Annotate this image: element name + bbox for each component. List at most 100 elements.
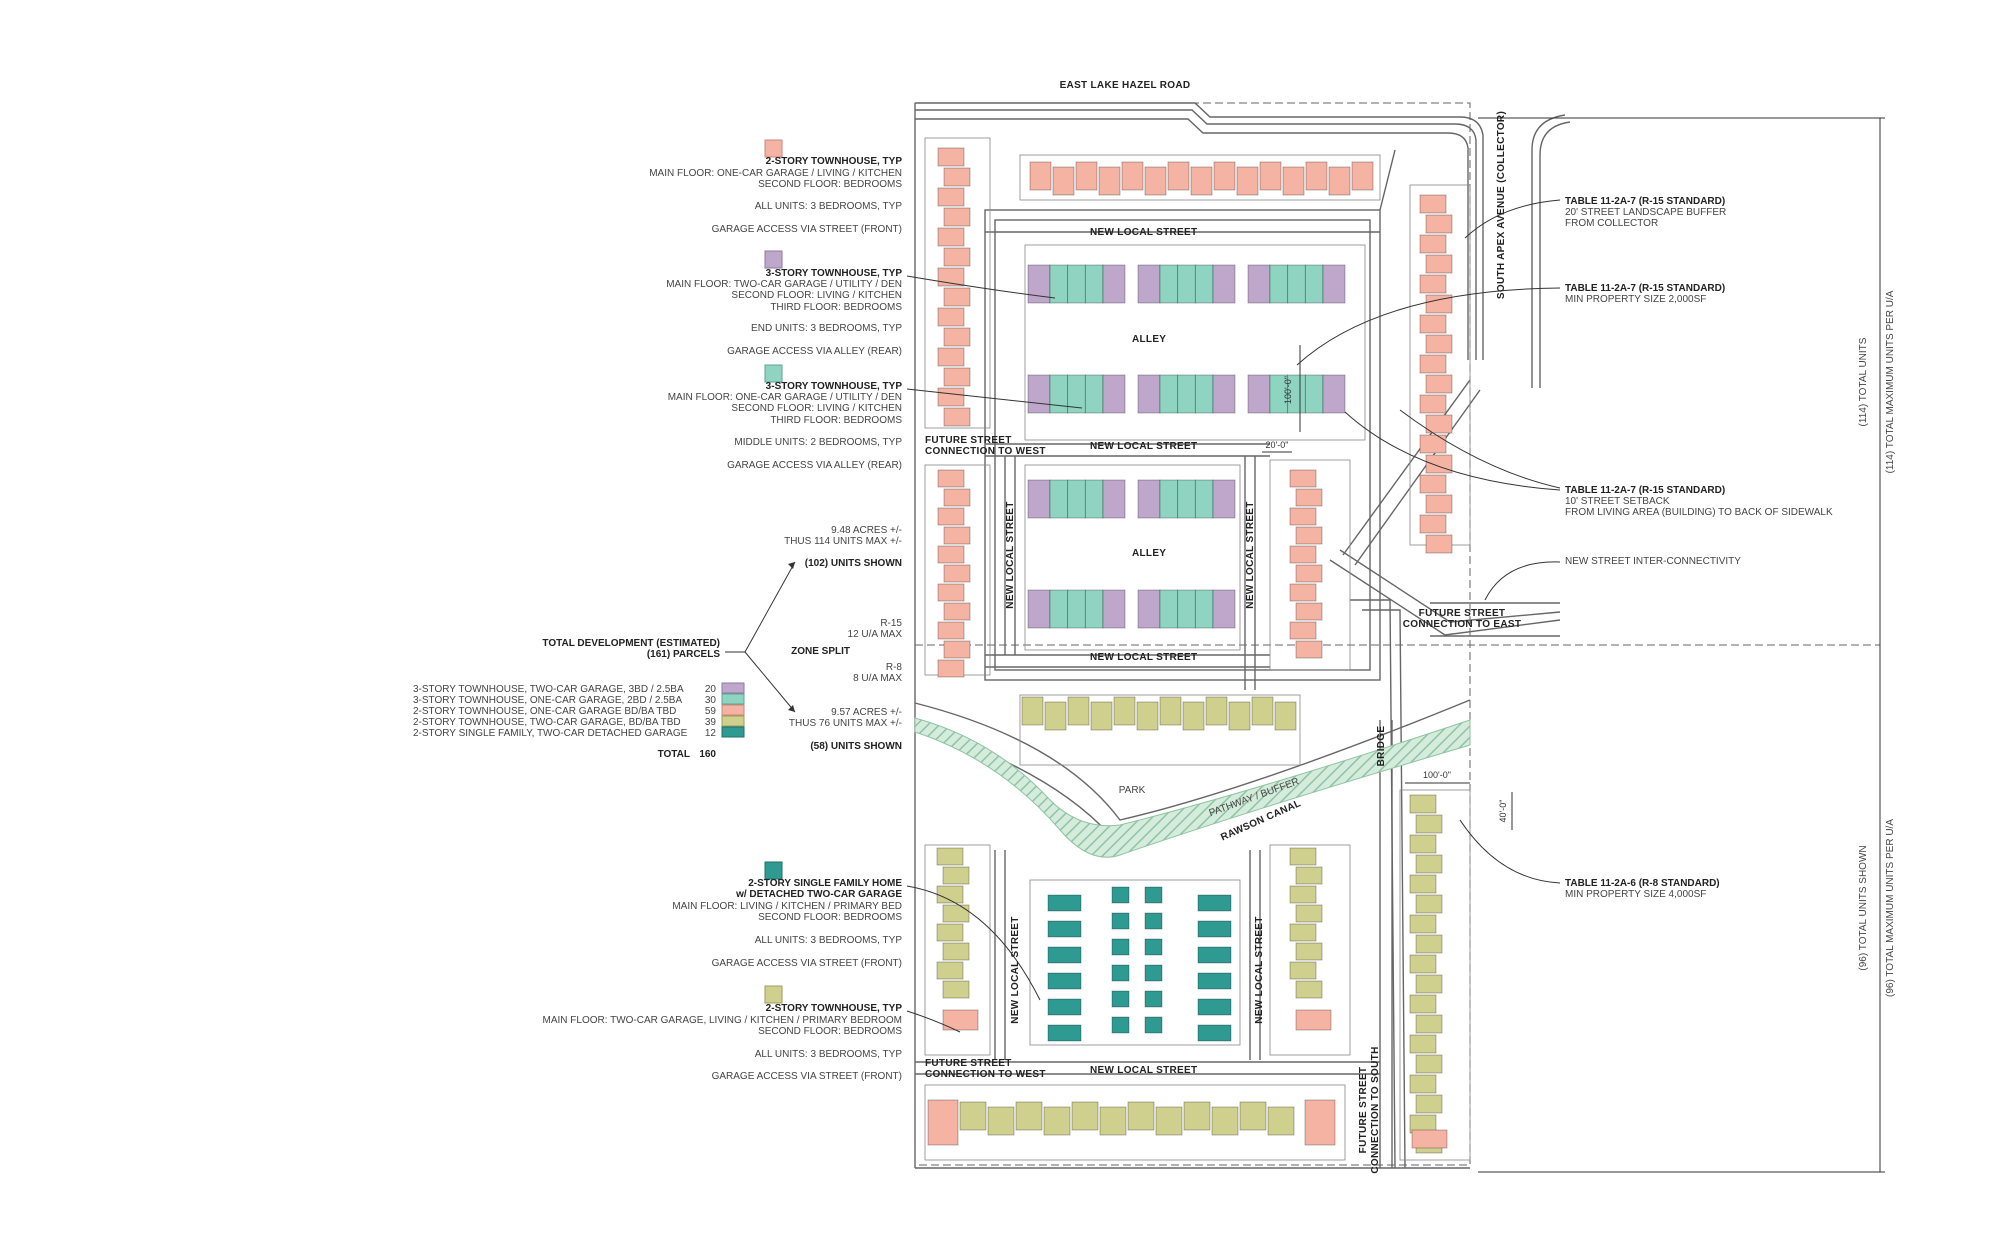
- label-alley-2: ALLEY: [1132, 548, 1166, 559]
- label-new-local-street-1: NEW LOCAL STREET: [1090, 227, 1197, 238]
- detached-garage: [1144, 1016, 1163, 1034]
- townhouse-3story-one-car: [1067, 589, 1086, 629]
- t5-line4: GARAGE ACCESS VIA STREET (FRONT): [712, 1071, 902, 1082]
- townhouse-2story-two-car: [1113, 696, 1136, 726]
- t4-line4: GARAGE ACCESS VIA STREET (FRONT): [712, 958, 902, 969]
- townhouse-2story-two-car: [1159, 696, 1182, 726]
- townhouse-2story-one-car: [1098, 166, 1121, 196]
- townhouse-3story-one-car: [1159, 264, 1179, 304]
- label-future-west-2a: FUTURE STREET: [925, 1058, 1012, 1069]
- townhouse-3story-two-car: [1137, 374, 1161, 414]
- detached-garage: [1111, 964, 1130, 982]
- south-max: THUS 76 UNITS MAX +/-: [789, 718, 902, 729]
- townhouse-3story-two-car: [1027, 479, 1051, 519]
- townhouse-2story-one-car: [943, 407, 971, 427]
- t1-line3: ALL UNITS: 3 BEDROOMS, TYP: [755, 201, 903, 212]
- townhouse-2story-one-car: [1425, 254, 1453, 274]
- townhouse-2story-two-car: [1021, 696, 1044, 726]
- townhouse-2story-one-car: [1295, 488, 1323, 507]
- unit-count-table: 3-STORY TOWNHOUSE, TWO-CAR GARAGE, 3BD /…: [413, 682, 745, 760]
- total-dev-2: (161) PARCELS: [647, 649, 720, 660]
- townhouse-2story-one-car: [937, 387, 965, 407]
- townhouse-3story-two-car: [1102, 479, 1126, 519]
- detached-garage: [1111, 886, 1130, 904]
- townhouse-2story-two-car: [1409, 794, 1437, 814]
- townhouse-2story-one-car: [943, 247, 971, 267]
- townhouse-2story-one-car: [1411, 1129, 1448, 1149]
- lot-lines: [924, 137, 1471, 1161]
- count-row-2-value: 30: [705, 695, 717, 706]
- townhouse-3story-one-car: [1269, 264, 1289, 304]
- count-row-5-swatch: [721, 726, 745, 738]
- townhouse-3story-two-car: [1102, 264, 1126, 304]
- single-family-home: [1047, 894, 1082, 912]
- count-row-5-value: 12: [705, 728, 717, 739]
- townhouse-2story-one-car: [1289, 545, 1317, 564]
- label-new-local-street-v3: NEW LOCAL STREET: [1010, 916, 1021, 1023]
- label-new-local-street-2: NEW LOCAL STREET: [1090, 441, 1197, 452]
- townhouse-3story-one-car: [1049, 479, 1069, 519]
- single-family-home: [1047, 946, 1082, 964]
- townhouse-2story-one-car: [937, 469, 965, 488]
- townhouse-2story-two-car: [1155, 1106, 1183, 1136]
- townhouse-2story-one-car: [943, 287, 971, 307]
- townhouse-3story-one-car: [1194, 589, 1214, 629]
- townhouse-2story-two-car: [1289, 885, 1317, 904]
- townhouse-2story-one-car: [943, 526, 971, 545]
- townhouse-2story-one-car: [943, 327, 971, 347]
- townhouse-2story-two-car: [1289, 923, 1317, 942]
- townhouse-2story-one-car: [937, 659, 965, 678]
- count-total-label: TOTAL: [658, 749, 690, 760]
- townhouse-2story-one-car: [1425, 494, 1453, 514]
- single-family-home: [1197, 920, 1232, 938]
- right-dimension-text: (114) TOTAL UNITS (114) TOTAL MAXIMUM UN…: [1858, 290, 1896, 997]
- townhouse-2story-one-car: [937, 621, 965, 640]
- townhouse-2story-two-car: [936, 847, 964, 866]
- townhouse-3story-two-car: [1027, 589, 1051, 629]
- townhouse-2story-one-car: [1295, 640, 1323, 659]
- t5-line3: ALL UNITS: 3 BEDROOMS, TYP: [755, 1049, 903, 1060]
- single-family-home: [1197, 972, 1232, 990]
- townhouse-2story-two-car: [1251, 696, 1274, 726]
- type-legend: 2-STORY TOWNHOUSE, TYP MAIN FLOOR: ONE-C…: [543, 139, 1083, 1082]
- total-dev-1: TOTAL DEVELOPMENT (ESTIMATED): [542, 638, 720, 649]
- townhouse-3story-one-car: [1177, 374, 1196, 414]
- townhouse-2story-two-car: [1415, 854, 1443, 874]
- townhouse-2story-one-car: [1419, 434, 1447, 454]
- zone-summary: 9.48 ACRES +/- THUS 114 UNITS MAX +/- (1…: [542, 525, 902, 752]
- townhouse-2story-one-car: [1052, 166, 1075, 196]
- townhouse-2story-one-car: [1213, 161, 1236, 191]
- building-footprints: [927, 147, 1453, 1154]
- label-future-east-b: CONNECTION TO EAST: [1403, 619, 1522, 630]
- townhouse-2story-two-car: [1182, 701, 1205, 731]
- townhouse-2story-one-car: [1419, 194, 1447, 214]
- townhouse-2story-two-car: [942, 904, 970, 923]
- townhouse-2story-one-car: [937, 347, 965, 367]
- count-row-3-value: 59: [705, 706, 717, 717]
- townhouse-2story-one-car: [1295, 564, 1323, 583]
- single-family-home: [1047, 998, 1082, 1016]
- townhouse-2story-one-car: [937, 267, 965, 287]
- t2-line1: MAIN FLOOR: TWO-CAR GARAGE / UTILITY / D…: [666, 279, 902, 290]
- dim-40: 40'-0": [1498, 800, 1508, 823]
- townhouse-2story-one-car: [1029, 161, 1052, 191]
- count-row-1-label: 3-STORY TOWNHOUSE, TWO-CAR GARAGE, 3BD /…: [413, 684, 684, 695]
- townhouse-2story-one-car: [1167, 161, 1190, 191]
- detached-garage: [1111, 938, 1130, 956]
- t5-title: 2-STORY TOWNHOUSE, TYP: [766, 1003, 903, 1014]
- townhouse-2story-two-car: [1415, 1054, 1443, 1074]
- townhouse-2story-two-car: [1415, 814, 1443, 834]
- townhouse-2story-one-car: [1425, 534, 1453, 554]
- north-max: THUS 114 UNITS MAX +/-: [784, 536, 902, 547]
- townhouse-2story-one-car: [1419, 474, 1447, 494]
- townhouse-3story-one-car: [1067, 374, 1086, 414]
- townhouse-2story-one-car: [1425, 294, 1453, 314]
- std2-line1: MIN PROPERTY SIZE 2,000SF: [1565, 294, 1706, 305]
- townhouse-2story-two-car: [1295, 942, 1323, 961]
- townhouse-2story-two-car: [1289, 847, 1317, 866]
- townhouse-2story-two-car: [942, 980, 970, 999]
- townhouse-2story-two-car: [1205, 696, 1228, 726]
- townhouse-2story-one-car: [1425, 454, 1453, 474]
- count-row-3-label: 2-STORY TOWNHOUSE, ONE-CAR GARAGE BD/BA …: [413, 706, 676, 717]
- label-future-west-2b: CONNECTION TO WEST: [925, 1069, 1046, 1080]
